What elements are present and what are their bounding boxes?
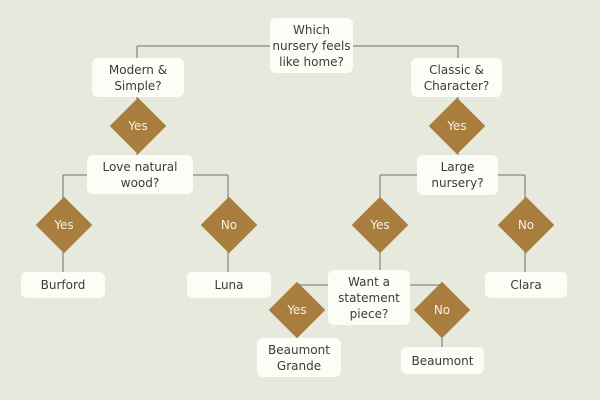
- modern-simple-question: Modern & Simple?: [92, 58, 184, 97]
- large-nursery-question: Large nursery?: [417, 155, 498, 195]
- answer-label: No: [517, 218, 535, 232]
- answer-label: Yes: [370, 218, 390, 232]
- root-question: Which nursery feels like home?: [270, 18, 353, 73]
- result-burford: Burford: [21, 272, 105, 298]
- result-clara: Clara: [485, 272, 567, 298]
- wood-no-diamond: No: [209, 205, 249, 245]
- result-luna: Luna: [187, 272, 271, 298]
- answer-label: Yes: [447, 119, 467, 133]
- natural-wood-question: Love natural wood?: [87, 155, 193, 194]
- statement-piece-question: Want a statement piece?: [328, 270, 410, 325]
- answer-label: Yes: [54, 218, 74, 232]
- wood-yes-diamond: Yes: [44, 205, 84, 245]
- statement-yes-diamond: Yes: [277, 290, 317, 330]
- answer-label: No: [220, 218, 238, 232]
- result-beaumont-grande: Beaumont Grande: [257, 338, 341, 377]
- answer-label: No: [433, 303, 451, 317]
- answer-label: Yes: [287, 303, 307, 317]
- classic-yes-diamond: Yes: [437, 106, 477, 146]
- classic-character-question: Classic & Character?: [411, 58, 502, 97]
- large-yes-diamond: Yes: [360, 205, 400, 245]
- modern-yes-diamond: Yes: [118, 106, 158, 146]
- statement-no-diamond: No: [422, 290, 462, 330]
- answer-label: Yes: [128, 119, 148, 133]
- large-no-diamond: No: [506, 205, 546, 245]
- result-beaumont: Beaumont: [401, 347, 484, 374]
